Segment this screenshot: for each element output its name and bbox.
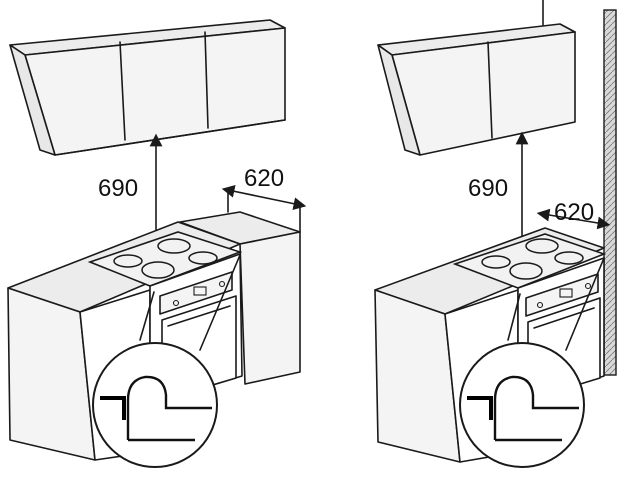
right-wall-cabinet <box>377 23 576 156</box>
right-hob-zone-4 <box>554 251 584 265</box>
right-height-dimension: 690 <box>468 131 529 257</box>
left-detail-worktop-profile <box>126 375 212 440</box>
right-detail-leader-1 <box>507 293 521 341</box>
left-detail-leader-1 <box>139 291 155 341</box>
left-detail-cabinet-corner <box>100 396 126 420</box>
left-hob-zone-3 <box>141 261 175 279</box>
left-height-label: 690 <box>98 175 138 202</box>
right-hob-zone-3 <box>509 262 543 280</box>
left-depth-dimension: 620 <box>221 165 307 210</box>
left-hob-zone-2 <box>113 254 143 268</box>
right-installation: 690 620 <box>374 0 617 468</box>
right-depth-dimension: 620 <box>536 199 611 230</box>
right-detail-leader-2 <box>565 257 605 351</box>
left-wall-cabinet <box>9 19 286 156</box>
left-hob-zone-1 <box>157 238 191 254</box>
right-depth-label: 620 <box>554 199 594 226</box>
right-detail-worktop-profile <box>493 375 579 440</box>
right-oven <box>517 257 605 405</box>
left-detail-magnifier <box>92 342 218 468</box>
right-detail-cabinet-corner <box>467 396 493 420</box>
left-installation: 690 620 <box>7 19 307 468</box>
right-hob-zone-1 <box>525 238 559 254</box>
left-detail-leader-2 <box>199 254 241 351</box>
left-height-dimension: 690 <box>98 133 163 255</box>
left-hob-zone-4 <box>188 251 218 265</box>
right-height-label: 690 <box>468 175 508 202</box>
left-hob <box>87 231 243 287</box>
left-depth-label: 620 <box>244 165 284 192</box>
right-detail-magnifier <box>459 342 585 468</box>
right-hob-zone-2 <box>481 255 511 269</box>
right-wall <box>603 9 617 376</box>
right-hob <box>452 233 607 289</box>
